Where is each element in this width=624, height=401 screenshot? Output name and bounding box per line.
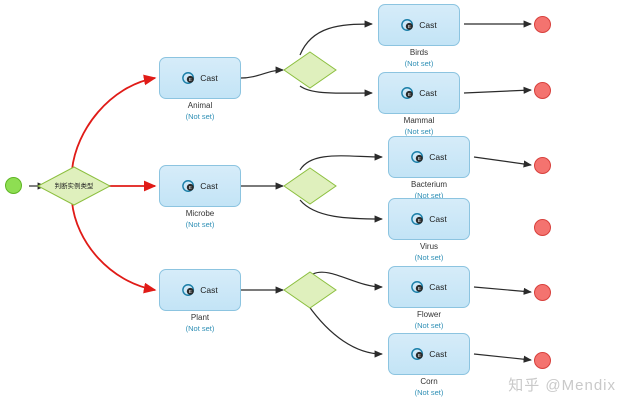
decision-plant[interactable]: [283, 271, 337, 309]
activity-microbe[interactable]: E Cast: [159, 165, 241, 207]
cast-icon: E: [401, 87, 414, 99]
cast-icon: E: [401, 19, 414, 31]
activity-plant-caption-text: Plant: [190, 313, 210, 322]
watermark: 知乎 @Mendix: [508, 377, 616, 394]
activity-corn-caption: Corn (Not set): [369, 376, 489, 398]
activity-mammal-caption-text: Mammal: [403, 116, 435, 125]
activity-animal-label: Cast: [200, 72, 218, 83]
activity-plant-caption: Plant (Not set): [140, 312, 260, 334]
activity-birds-caption: Birds (Not set): [359, 47, 479, 69]
end-event-birds[interactable]: [534, 16, 551, 33]
activity-microbe-caption: Microbe (Not set): [140, 208, 260, 230]
activity-flower-caption: Flower (Not set): [369, 309, 489, 331]
activity-corn-status: (Not set): [414, 387, 444, 397]
activity-mammal-caption: Mammal (Not set): [359, 115, 479, 137]
svg-text:E: E: [418, 218, 421, 223]
activity-bacterium-caption-text: Bacterium: [410, 180, 447, 189]
svg-text:E: E: [408, 24, 411, 29]
activity-virus[interactable]: E Cast: [388, 198, 470, 240]
svg-text:E: E: [418, 286, 421, 291]
activity-flower[interactable]: E Cast: [388, 266, 470, 308]
edge-bacterium-to-end: [473, 156, 532, 168]
decision-main-label: 判断实例类型: [54, 183, 94, 190]
activity-animal[interactable]: E Cast: [159, 57, 241, 99]
cast-icon: E: [411, 213, 424, 225]
cast-icon: E: [411, 151, 424, 163]
svg-text:E: E: [418, 353, 421, 358]
svg-text:E: E: [189, 289, 192, 294]
activity-birds[interactable]: E Cast: [378, 4, 460, 46]
cast-icon: E: [411, 348, 424, 360]
end-event-mammal[interactable]: [534, 82, 551, 99]
activity-corn-label: Cast: [429, 348, 447, 359]
activity-bacterium-caption: Bacterium (Not set): [369, 179, 489, 201]
diamond-shape: [37, 166, 111, 206]
activity-animal-caption-text: Animal: [187, 101, 213, 110]
activity-plant-label: Cast: [200, 284, 218, 295]
end-event-corn[interactable]: [534, 352, 551, 369]
activity-microbe-status: (Not set): [185, 219, 215, 229]
decision-main[interactable]: 判断实例类型: [37, 166, 111, 206]
activity-virus-status: (Not set): [414, 252, 444, 262]
svg-text:E: E: [189, 185, 192, 190]
cast-icon: E: [411, 281, 424, 293]
svg-text:E: E: [189, 77, 192, 82]
diamond-shape: [283, 51, 337, 89]
edge-corn-to-end: [473, 353, 532, 363]
cast-icon: E: [182, 180, 195, 192]
activity-mammal-status: (Not set): [404, 126, 434, 136]
activity-corn[interactable]: E Cast: [388, 333, 470, 375]
activity-birds-status: (Not set): [404, 58, 434, 68]
activity-microbe-label: Cast: [200, 180, 218, 191]
activity-flower-status: (Not set): [414, 320, 444, 330]
decision-microbe[interactable]: [283, 167, 337, 205]
activity-plant-status: (Not set): [185, 323, 215, 333]
start-event[interactable]: [5, 177, 22, 194]
activity-animal-status: (Not set): [185, 111, 215, 121]
diamond-shape: [283, 167, 337, 205]
activity-bacterium[interactable]: E Cast: [388, 136, 470, 178]
cast-icon: E: [182, 72, 195, 84]
activity-birds-label: Cast: [419, 19, 437, 30]
edge-mammal-to-end: [463, 86, 532, 94]
activity-flower-label: Cast: [429, 281, 447, 292]
activity-plant[interactable]: E Cast: [159, 269, 241, 311]
cast-icon: E: [182, 284, 195, 296]
activity-animal-caption: Animal (Not set): [140, 100, 260, 122]
diamond-shape: [283, 271, 337, 309]
activity-corn-caption-text: Corn: [420, 377, 438, 386]
end-event-bacterium[interactable]: [534, 157, 551, 174]
svg-text:E: E: [408, 92, 411, 97]
activity-microbe-caption-text: Microbe: [185, 209, 215, 218]
edge-decision-to-animal: [71, 74, 157, 171]
edge-flower-to-end: [473, 286, 532, 295]
activity-mammal[interactable]: E Cast: [378, 72, 460, 114]
decision-animal[interactable]: [283, 51, 337, 89]
activity-virus-caption-text: Virus: [419, 242, 439, 251]
edge-animal-to-decision: [240, 66, 284, 79]
activity-virus-label: Cast: [429, 213, 447, 224]
svg-text:E: E: [418, 156, 421, 161]
activity-virus-caption: Virus (Not set): [369, 241, 489, 263]
activity-mammal-label: Cast: [419, 87, 437, 98]
activity-birds-caption-text: Birds: [409, 48, 429, 57]
activity-bacterium-status: (Not set): [414, 190, 444, 200]
activity-bacterium-label: Cast: [429, 151, 447, 162]
activity-flower-caption-text: Flower: [416, 310, 441, 319]
end-event-virus[interactable]: [534, 219, 551, 236]
end-event-flower[interactable]: [534, 284, 551, 301]
